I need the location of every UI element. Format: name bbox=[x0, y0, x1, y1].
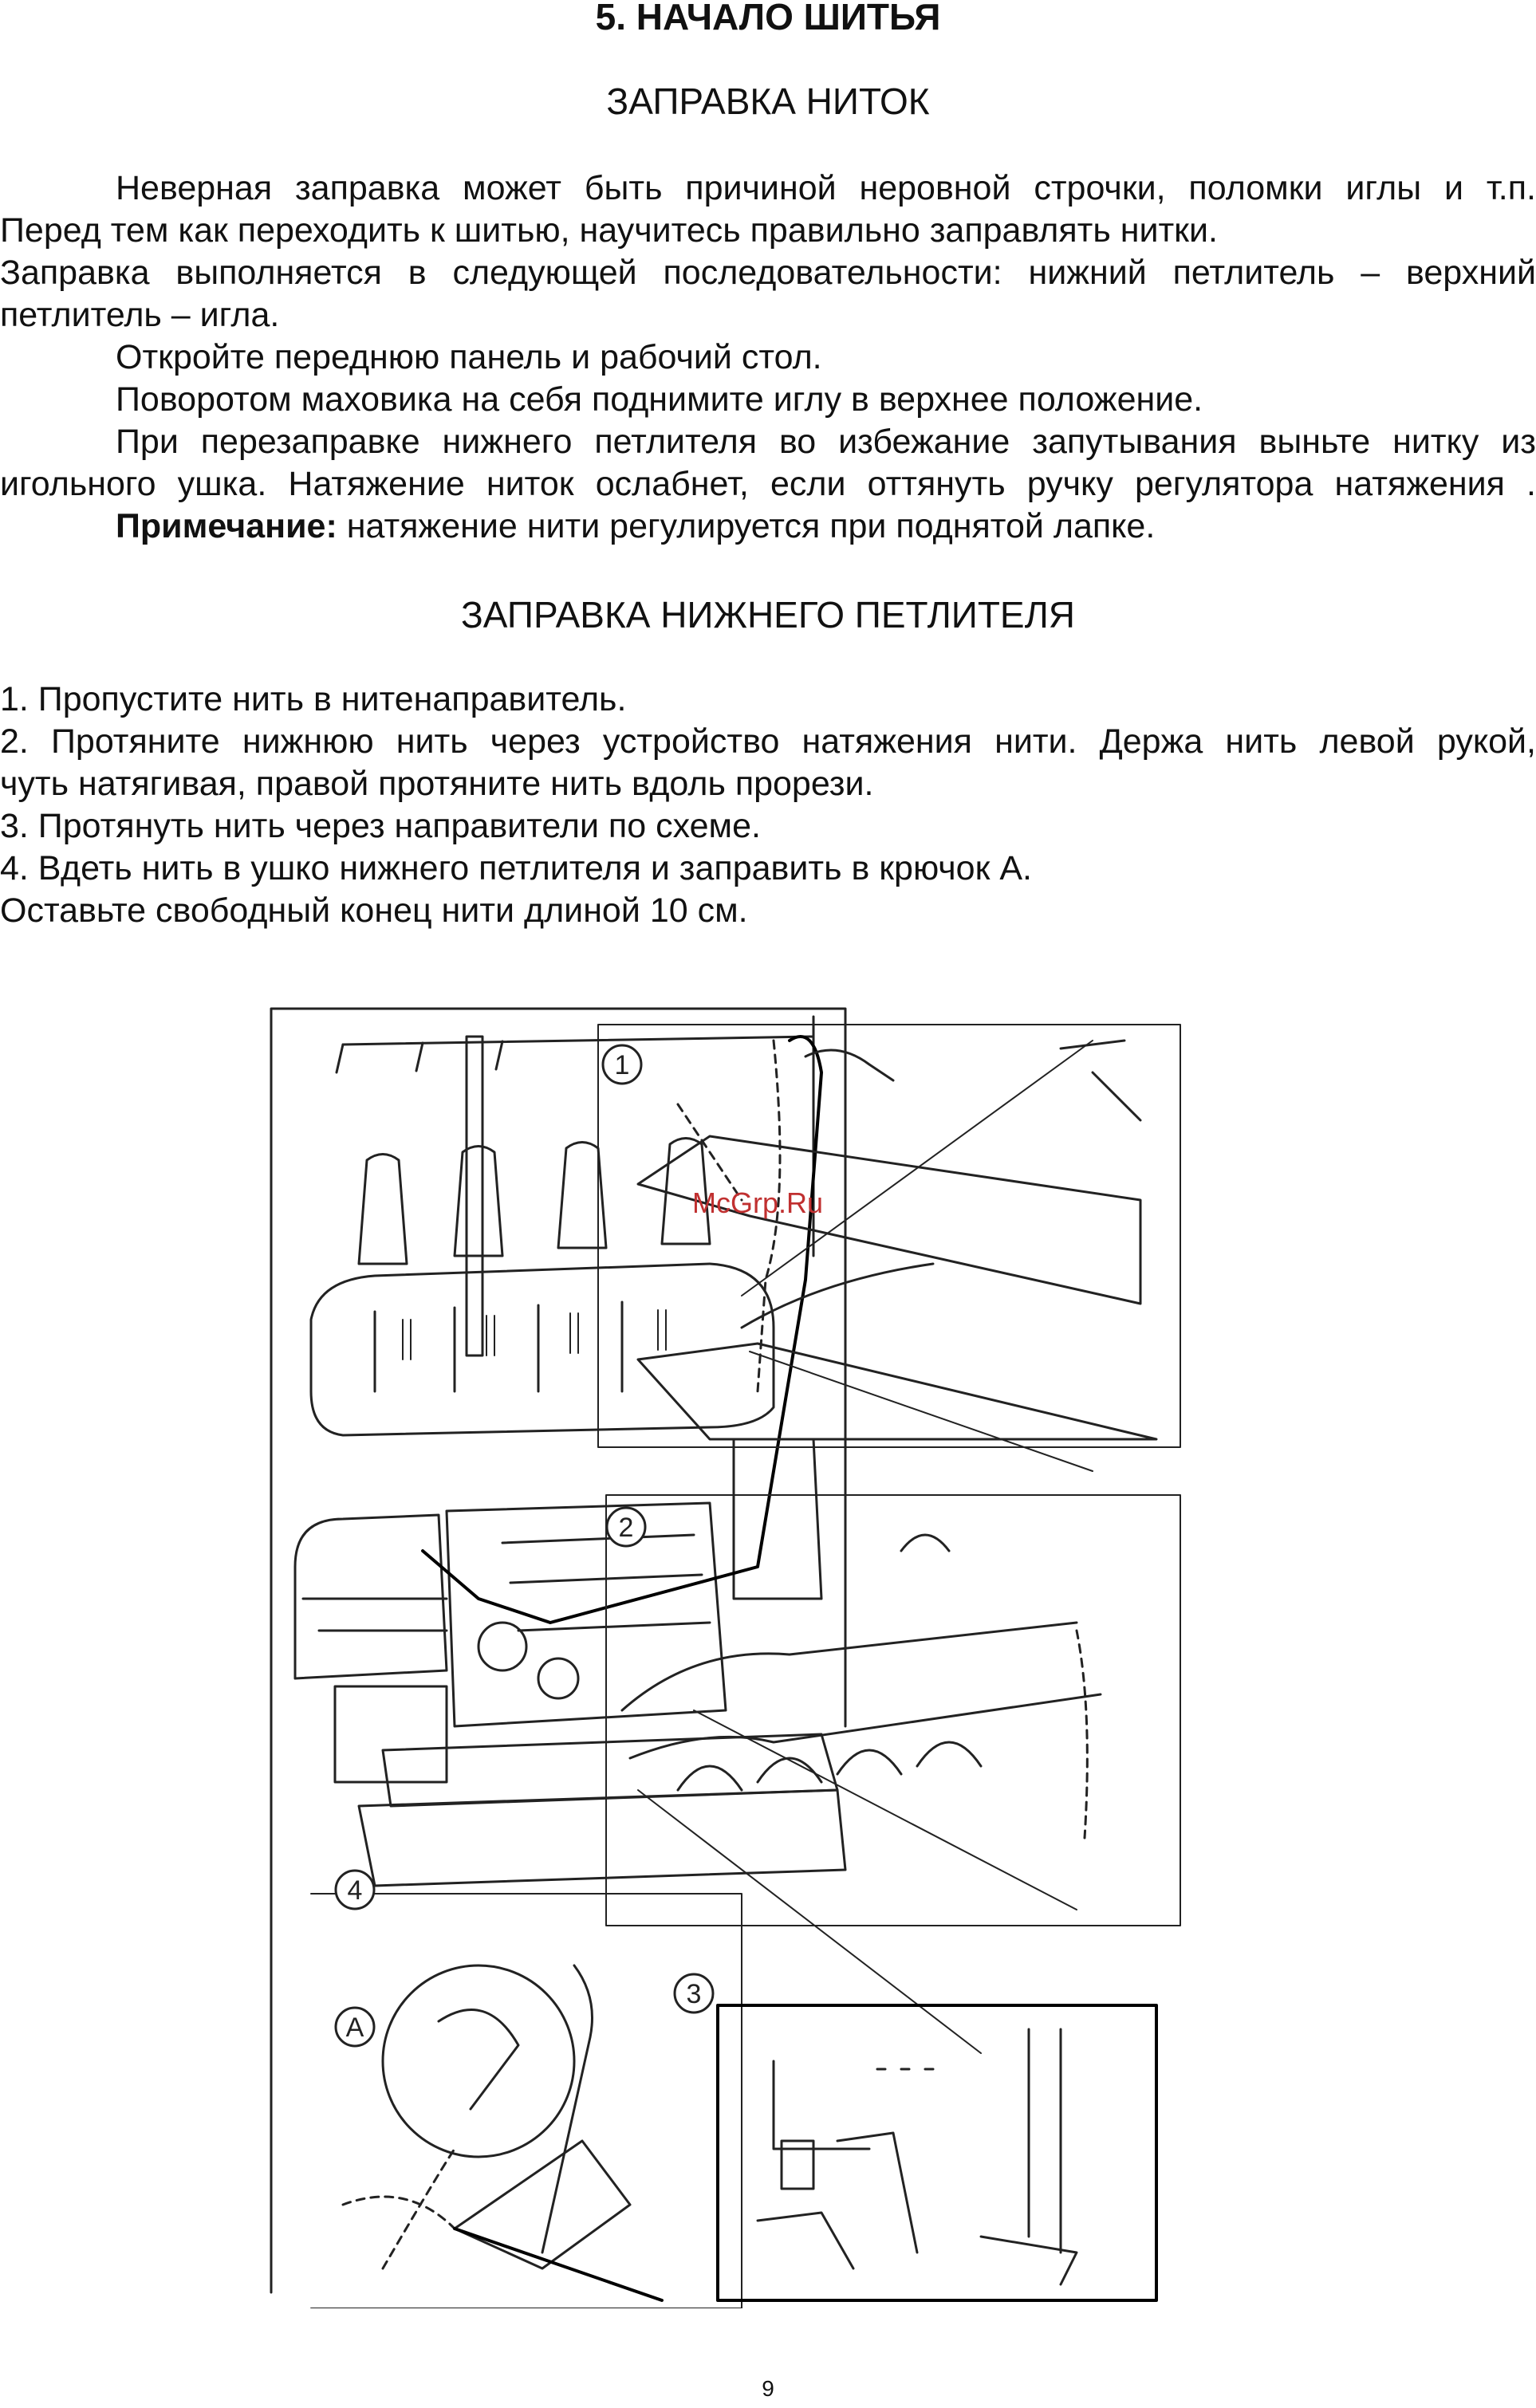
inset-3-schematic bbox=[716, 2004, 1158, 2302]
intro-paragraph: Неверная заправка может быть причиной не… bbox=[0, 167, 1536, 548]
step-item: Оставьте свободный конец нити длиной 10 … bbox=[0, 891, 748, 930]
watermark: McGrp.Ru bbox=[692, 1186, 824, 1219]
inset-label-1: 1 bbox=[615, 1050, 630, 1080]
inset-label-a: A bbox=[346, 2013, 364, 2043]
intro-line: петлитель – игла. bbox=[0, 296, 280, 334]
step-item-continued: чуть натягивая, правой протяните нить вд… bbox=[0, 765, 874, 803]
threading-diagram: 1 2 3 4 A bbox=[270, 1007, 1181, 2308]
intro-line: При перезаправке нижнего петлителя во из… bbox=[116, 423, 1536, 461]
inset-label-4: 4 bbox=[348, 1875, 363, 1906]
inset-2-guides bbox=[605, 1494, 1181, 1926]
steps-list: 1. Пропустите нить в нитенаправитель. 2.… bbox=[0, 679, 1536, 932]
step-item: 1. Пропустите нить в нитенаправитель. bbox=[0, 680, 627, 718]
intro-line: игольного ушка. Натяжение ниток ослабнет… bbox=[0, 465, 1536, 503]
note-text: натяжение нити регулируется при поднятой… bbox=[337, 507, 1156, 545]
intro-line: Неверная заправка может быть причиной не… bbox=[116, 169, 1536, 207]
note-label: Примечание: bbox=[116, 507, 337, 545]
spool-icon bbox=[357, 1137, 711, 1265]
note-line: Примечание: натяжение нити регулируется … bbox=[0, 506, 1536, 548]
step-item: 4. Вдеть нить в ушко нижнего петлителя и… bbox=[0, 849, 1032, 887]
inset-label-2: 2 bbox=[619, 1513, 634, 1543]
subtitle-lower-looper: ЗАПРАВКА НИЖНЕГО ПЕТЛИТЕЛЯ bbox=[460, 594, 1076, 635]
step-item: 3. Протянуть нить через направители по с… bbox=[0, 807, 761, 845]
inset-label-3: 3 bbox=[687, 1979, 702, 2009]
intro-line: Заправка выполняется в следующей последо… bbox=[0, 254, 1536, 292]
subtitle-threading: ЗАПРАВКА НИТОК bbox=[606, 81, 930, 122]
inset-1-tension-slot bbox=[597, 1024, 1181, 1448]
step-item: 2. Протяните нижнюю нить через устройств… bbox=[0, 722, 1536, 761]
intro-line: Поворотом маховика на себя поднимите игл… bbox=[116, 380, 1203, 419]
intro-line: Откройте переднюю панель и рабочий стол. bbox=[116, 338, 822, 376]
overlock-machine-illustration bbox=[270, 1007, 847, 2294]
inset-4-lower-looper bbox=[310, 1893, 742, 2308]
section-title: 5. НАЧАЛО ШИТЬЯ bbox=[595, 0, 941, 37]
page-number: 9 bbox=[762, 2376, 774, 2401]
intro-line: Перед тем как переходить к шитью, научит… bbox=[0, 211, 1218, 250]
